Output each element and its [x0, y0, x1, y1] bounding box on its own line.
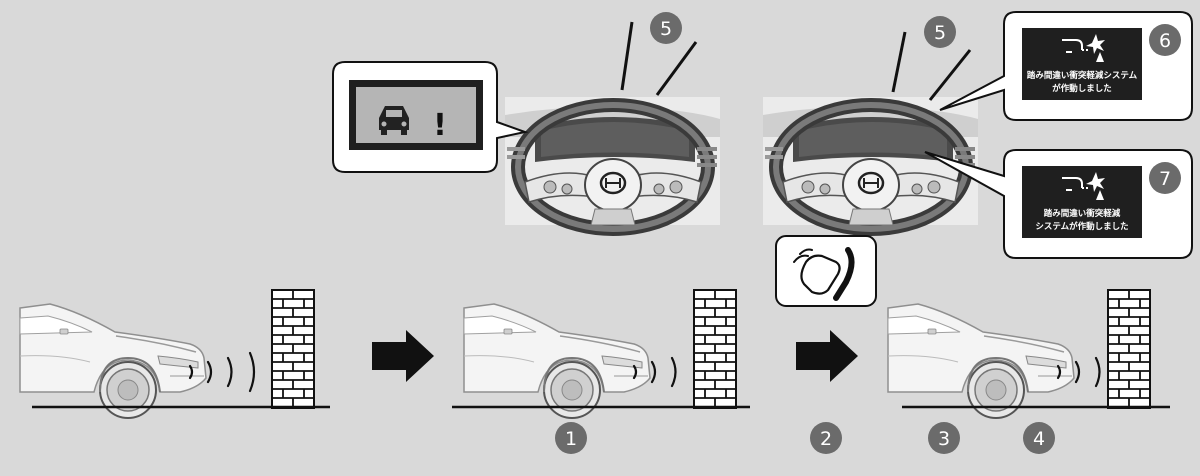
- svg-text:3: 3: [938, 428, 950, 450]
- callout-3: 3: [928, 422, 960, 454]
- brick-wall-icon: [271, 289, 315, 409]
- pointer-line: [655, 41, 698, 96]
- callout-5-left: 5: [650, 12, 682, 44]
- callout-7: 7: [1149, 162, 1181, 194]
- callout-numbers: 1 2 3 4 5 5 6 7: [555, 12, 1181, 454]
- pointer-line: [620, 21, 634, 91]
- scene-3: [887, 289, 1170, 419]
- message-screen-7: [1022, 166, 1142, 238]
- message-7-line1: 踏み間違い衝突軽減: [1044, 208, 1121, 219]
- callout-6: 6: [1149, 24, 1181, 56]
- svg-text:5: 5: [660, 18, 672, 40]
- brick-wall-icon: [1107, 289, 1151, 409]
- car-icon: [887, 303, 1075, 419]
- svg-text:2: 2: [820, 428, 832, 450]
- callout-5-right: 5: [924, 16, 956, 48]
- scene-2: [452, 289, 750, 419]
- right-arrow-icon: [372, 330, 434, 382]
- svg-text:6: 6: [1159, 30, 1171, 52]
- pointer-line: [891, 31, 907, 93]
- car-warning-icon: [379, 106, 409, 135]
- message-7-line2: システムが作動しました: [1035, 221, 1128, 232]
- car-icon: [463, 303, 651, 419]
- pointer-line: [928, 49, 972, 101]
- activation-cockpit-group: 踏み間違い衝突軽減システム が作動しました 踏み間違い衝突軽減 システムが作動し…: [763, 11, 1193, 259]
- warning-cockpit-group: !: [332, 21, 720, 229]
- steering-wheel-icon: [505, 97, 720, 229]
- warning-exclamation: !: [433, 108, 447, 143]
- svg-text:1: 1: [565, 428, 577, 450]
- message-screen-6: [1022, 28, 1142, 100]
- brick-wall-icon: [693, 289, 737, 409]
- svg-text:5: 5: [934, 22, 946, 44]
- callout-4: 4: [1023, 422, 1055, 454]
- callout-2: 2: [810, 422, 842, 454]
- svg-text:7: 7: [1159, 168, 1171, 190]
- message-6-line1: 踏み間違い衝突軽減システム: [1027, 70, 1138, 81]
- right-arrow-icon: [796, 330, 858, 382]
- scene-1: [19, 289, 330, 419]
- warning-screen-inner: [356, 87, 476, 143]
- pedal-press-icon: [775, 235, 877, 307]
- svg-text:4: 4: [1033, 428, 1045, 450]
- car-icon: [19, 303, 207, 419]
- callout-1: 1: [555, 422, 587, 454]
- message-6-line2: が作動しました: [1052, 83, 1112, 94]
